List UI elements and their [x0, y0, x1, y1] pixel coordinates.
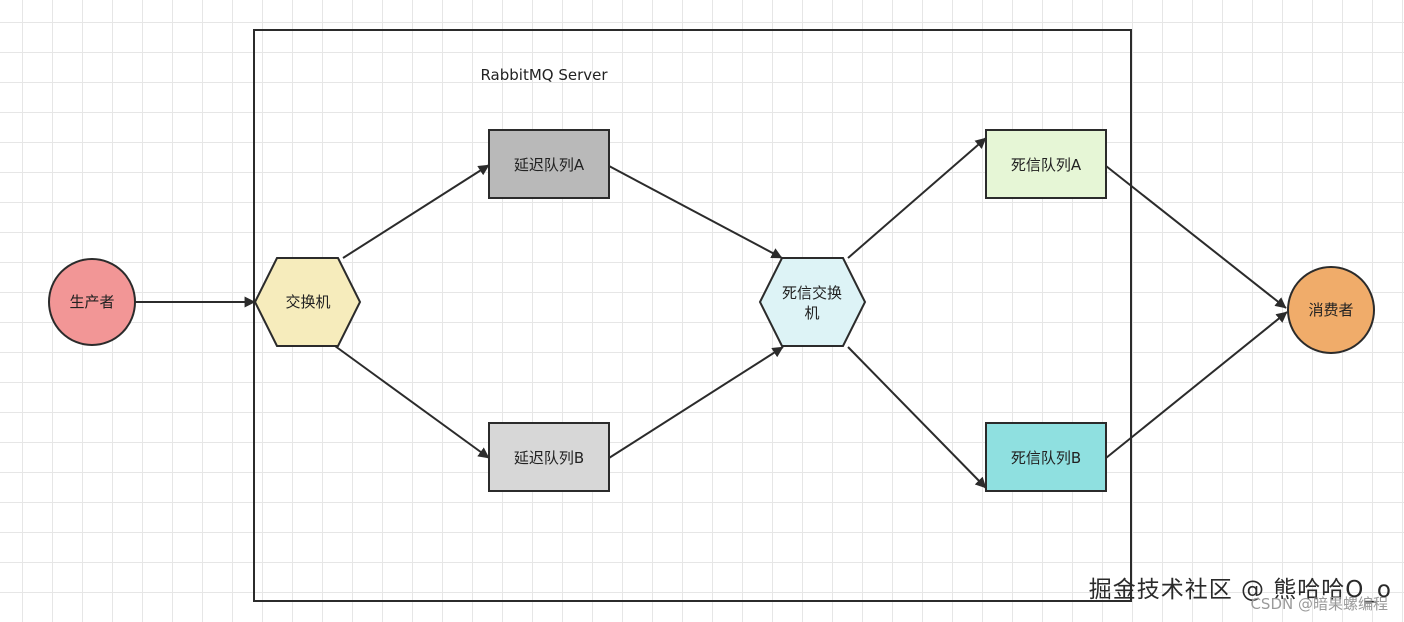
delay-queue-a-label: 延迟队列A — [514, 156, 585, 174]
delay-queue-b-box — [488, 422, 610, 492]
consumer-node: 消费者 — [1287, 266, 1375, 354]
exchange-node: 交换机 — [253, 257, 362, 347]
edge-exchange-delay-queue-b — [334, 345, 490, 459]
dead-letter-exchange-label-line1: 死信交换 — [782, 284, 842, 302]
edge-delay-queue-b-dlx — [608, 346, 784, 459]
producer-circle — [48, 258, 136, 346]
producer-node: 生产者 — [48, 258, 136, 346]
dead-letter-queue-a-node: 死信队列A — [985, 129, 1107, 199]
dead-letter-exchange-label-line2: 机 — [804, 304, 819, 322]
edge-dead-queue-a-consumer — [1105, 165, 1287, 309]
dead-letter-queue-a-label: 死信队列A — [1011, 156, 1082, 174]
edge-delay-queue-a-dlx — [608, 165, 783, 259]
dead-letter-queue-b-label: 死信队列B — [1011, 449, 1081, 467]
exchange-label: 交换机 — [285, 293, 330, 311]
watermark-csdn: CSDN @暗果螺编程 — [1250, 595, 1388, 613]
dead-letter-queue-b-node: 死信队列B — [985, 422, 1107, 492]
rabbitmq-server-title: RabbitMQ Server — [480, 66, 608, 84]
delay-queue-a-box — [488, 129, 610, 199]
dead-letter-queue-a-box — [985, 129, 1107, 199]
edges — [135, 137, 1288, 489]
dead-letter-exchange-hexagon — [758, 257, 867, 347]
exchange-hexagon — [253, 257, 362, 347]
delay-queue-b-node: 延迟队列B — [488, 422, 610, 492]
edge-dlx-dead-queue-b — [847, 346, 987, 489]
delay-queue-b-label: 延迟队列B — [514, 449, 584, 467]
dead-letter-exchange-node: 死信交换 机 — [758, 257, 867, 347]
producer-label: 生产者 — [69, 293, 114, 311]
delay-queue-a-node: 延迟队列A — [488, 129, 610, 199]
consumer-label: 消费者 — [1308, 301, 1353, 319]
edge-dead-queue-b-consumer — [1105, 311, 1288, 459]
edge-dlx-dead-queue-a — [847, 137, 987, 259]
rabbitmq-server-frame — [253, 29, 1132, 602]
edge-exchange-delay-queue-a — [342, 164, 490, 259]
watermark-juejin: 掘金技术社区 @ 熊哈哈O_o — [1088, 577, 1392, 603]
consumer-circle — [1287, 266, 1375, 354]
dead-letter-queue-b-box — [985, 422, 1107, 492]
